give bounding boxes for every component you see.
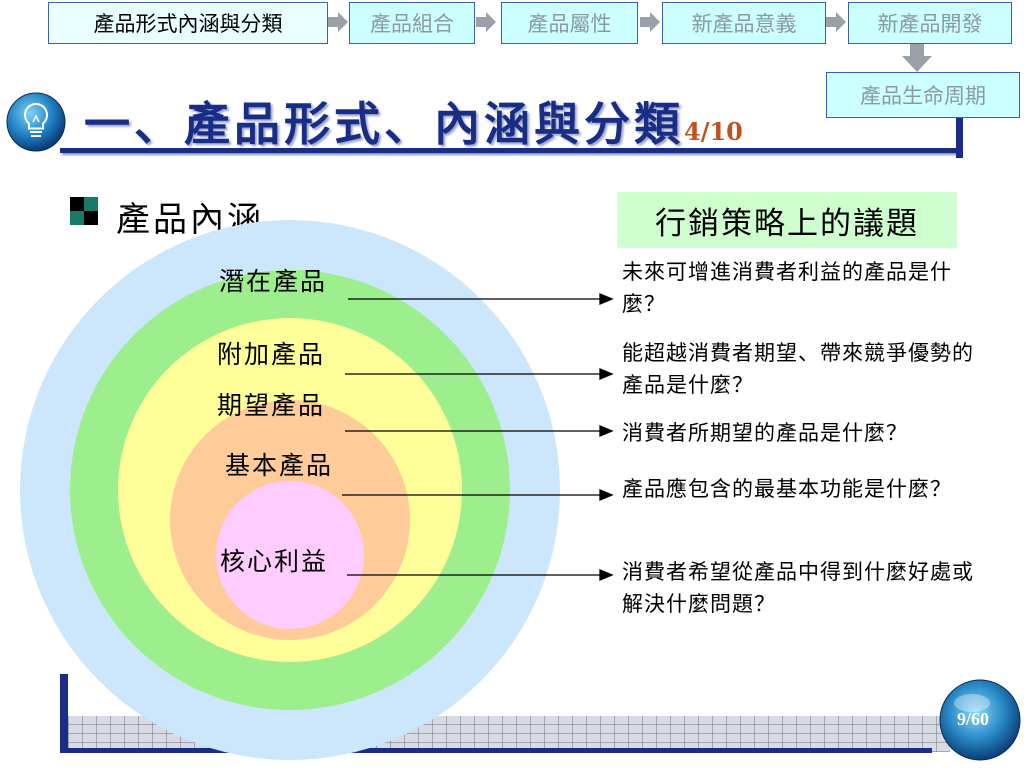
ring-label-core: 核心利益 [220, 547, 329, 576]
arrow-down-icon [902, 44, 932, 72]
footer-vertical-bar [60, 674, 68, 750]
nav-item-product-lifecycle[interactable]: 產品生命周期 [826, 72, 1020, 118]
arrowhead-icon [599, 368, 614, 380]
page-number: 9/60 [956, 709, 989, 729]
arrowhead-icon [599, 293, 614, 305]
section-bullet-icon [70, 197, 98, 225]
nav-item-label: 產品生命周期 [860, 84, 986, 108]
page-title-text: 一、產品形式、內涵與分類 [84, 97, 684, 151]
arrow-right-icon [328, 12, 348, 32]
ring-label-basic: 基本產品 [225, 451, 334, 480]
title-underline [60, 148, 960, 153]
ring-basic-product [170, 400, 410, 640]
nav-item-product-form[interactable]: 產品形式內涵與分類 [48, 2, 328, 44]
section-heading: 產品內涵 [116, 200, 264, 240]
nav-item-new-product-meaning[interactable]: 新產品意義 [662, 2, 826, 44]
nav-item-label: 產品組合 [370, 12, 454, 36]
question-expected: 消費者所期望的產品是什麼？ [622, 421, 908, 445]
question-augmented: 能超越消費者期望、帶來競爭優勢的產品是什麼？ [622, 341, 974, 397]
nav-item-label: 產品屬性 [527, 12, 612, 36]
footer-underline [60, 748, 932, 753]
nav-item-product-attributes[interactable]: 產品屬性 [501, 2, 638, 44]
footer-grid-band [68, 716, 950, 752]
ring-potential-product [20, 220, 560, 760]
nav-item-new-product-development[interactable]: 新產品開發 [848, 2, 1012, 44]
arrowhead-icon [599, 489, 614, 501]
question-core: 消費者希望從產品中得到什麼好處或解決什麼問題？ [622, 560, 974, 616]
title-vertical-bar [956, 118, 963, 158]
arrow-right-icon [826, 12, 846, 32]
ring-label-expected: 期望產品 [217, 391, 326, 420]
arrow-right-icon [476, 12, 496, 32]
arrowhead-icon [599, 569, 614, 581]
arrowhead-icon [599, 425, 614, 437]
arrow-right-icon [640, 12, 660, 32]
nav-item-label: 新產品開發 [877, 12, 983, 36]
lightbulb-icon [6, 92, 66, 152]
strategy-heading: 行銷策略上的議題 [617, 192, 957, 248]
ring-label-potential: 潛在產品 [219, 267, 328, 296]
title-fraction: 4/10 [684, 117, 743, 146]
question-potential: 未來可增進消費者利益的產品是什麼？ [622, 260, 952, 316]
page-badge-icon [939, 679, 1021, 761]
nav-item-label: 新產品意義 [691, 12, 797, 36]
strategy-heading-text: 行銷策略上的議題 [655, 205, 919, 242]
page-title: 一、產品形式、內涵與分類4/10 [84, 88, 743, 154]
nav-item-label: 產品形式內涵與分類 [93, 12, 283, 36]
ring-label-augmented: 附加產品 [217, 340, 326, 369]
question-basic: 產品應包含的最基本功能是什麼？ [622, 477, 952, 501]
nav-item-product-mix[interactable]: 產品組合 [349, 2, 475, 44]
